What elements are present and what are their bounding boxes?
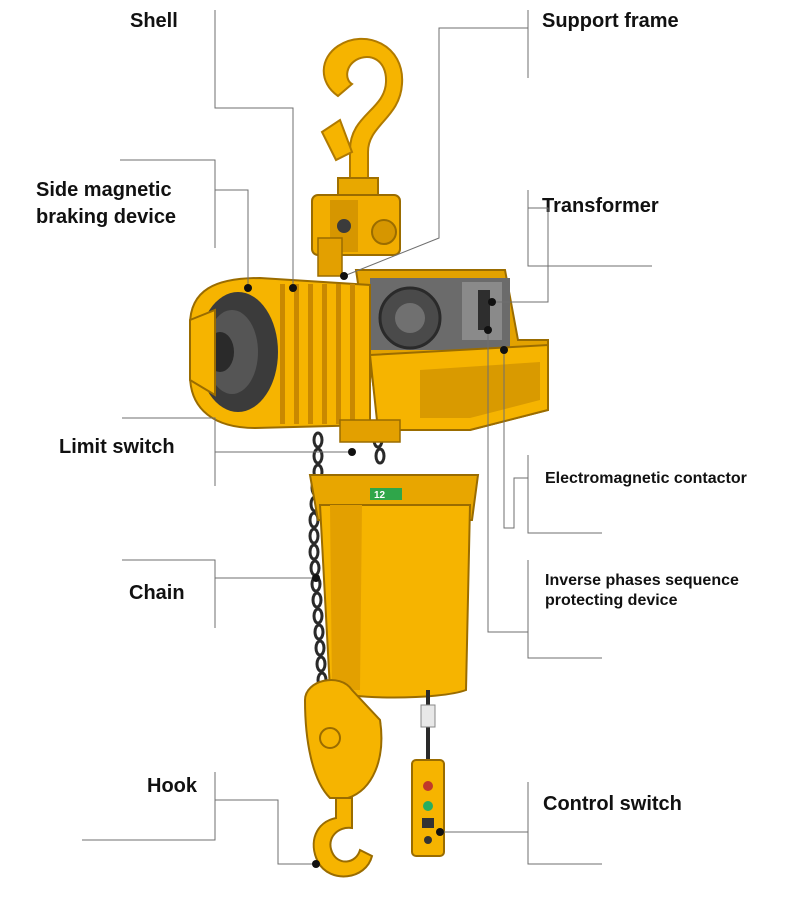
label-support-frame: Support frame [542, 10, 679, 32]
chain-bag: 12 [308, 474, 480, 699]
label-electromagnetic-contactor: Electromagnetic contactor [545, 470, 747, 487]
label-shell: Shell [130, 10, 178, 32]
label-inverse-1: Inverse phases sequence [545, 572, 739, 589]
label-limit-switch: Limit switch [59, 436, 175, 458]
motor-shell [189, 276, 371, 430]
limit-switch-bracket [339, 419, 401, 443]
down-button-icon [422, 818, 434, 828]
top-hook [320, 37, 404, 201]
chain-bag-tag [370, 488, 402, 500]
support-frame [311, 194, 401, 277]
label-hook: Hook [147, 775, 197, 797]
label-side-brake-1: Side magnetic [36, 179, 172, 201]
gearbox-housing [354, 269, 549, 431]
stop-button-icon [423, 781, 433, 791]
label-transformer: Transformer [542, 195, 659, 217]
electric-chain-hoist: 12 [189, 37, 549, 878]
label-inverse-2: protecting device [545, 592, 678, 609]
up-button-icon [423, 801, 433, 811]
label-chain: Chain [129, 582, 185, 604]
bottom-hook [303, 679, 383, 878]
leader-lines [82, 10, 652, 868]
label-control-switch: Control switch [543, 793, 682, 815]
chain-bag-tag-text: 12 [374, 490, 386, 501]
label-side-brake-2: braking device [36, 206, 177, 228]
